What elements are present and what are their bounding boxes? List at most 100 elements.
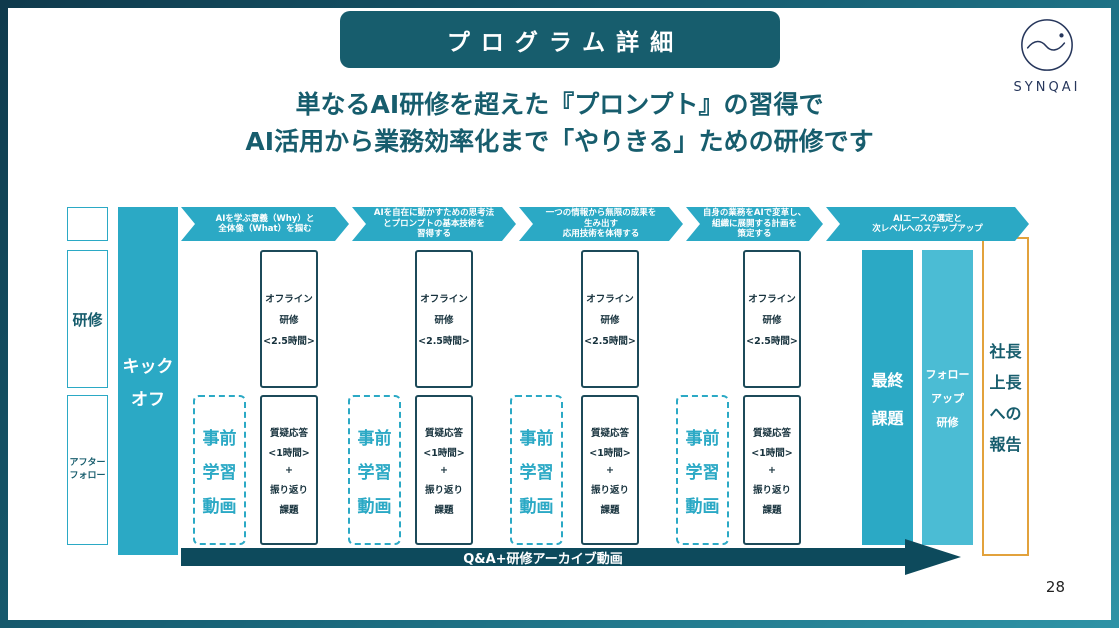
phase3-line1: 一つの情報から無限の成果を bbox=[545, 208, 657, 219]
qa-line2: <1時間> bbox=[423, 447, 465, 459]
kickoff-bar: キック オフ bbox=[118, 207, 178, 555]
title-banner: プログラム詳細 bbox=[340, 11, 780, 68]
pre-line2: 学習 bbox=[202, 462, 237, 483]
phase-arrow-3: 一つの情報から無限の成果を 生み出す 応用技術を体得する bbox=[519, 207, 683, 241]
training-label: 研修 bbox=[72, 310, 103, 329]
kickoff-line2: オフ bbox=[131, 390, 165, 410]
qa-line4: 振り返り bbox=[752, 484, 791, 496]
pre-line3: 動画 bbox=[202, 496, 237, 517]
offline-training-box: オフライン 研修 <2.5時間> bbox=[581, 250, 639, 388]
qa-review-box: 質疑応答 <1時間> + 振り返り 課題 bbox=[743, 395, 801, 545]
phase2-line2: とプロンプトの基本技術を bbox=[383, 218, 485, 229]
kickoff-line1: キック bbox=[122, 357, 174, 377]
qa-line4: 振り返り bbox=[424, 484, 463, 496]
followup-line3: 研修 bbox=[936, 415, 959, 429]
synqai-logo: SYNQAI bbox=[1007, 16, 1087, 95]
slide-heading: 単なるAI研修を超えた『プロンプト』の習得で AI活用から業務効率化まで「やりき… bbox=[8, 86, 1111, 160]
phase3-line3: 応用技術を体得する bbox=[562, 229, 640, 240]
pre-line2: 学習 bbox=[357, 462, 392, 483]
after-label-line1: アフター bbox=[69, 458, 106, 468]
pre-line3: 動画 bbox=[685, 496, 720, 517]
qa-review-box: 質疑応答 <1時間> + 振り返り 課題 bbox=[415, 395, 473, 545]
followup-line2: アップ bbox=[931, 391, 964, 405]
pre-line1: 事前 bbox=[202, 428, 237, 449]
phase1-line1: AIを学ぶ意義（Why）と bbox=[215, 213, 315, 224]
phase5-line1: AIエースの選定と bbox=[893, 213, 962, 224]
offline-line3: <2.5時間> bbox=[584, 336, 636, 347]
heading-line1: 単なるAI研修を超えた『プロンプト』の習得で bbox=[295, 90, 824, 119]
phase4-line2: 組織に展開する計画を bbox=[711, 218, 797, 229]
row-label-after-follow: アフター フォロー bbox=[67, 395, 108, 545]
offline-line1: オフライン bbox=[748, 294, 796, 305]
slide: プログラム詳細 SYNQAI 単なるAI研修を超えた『プロンプト』の習得で AI… bbox=[8, 8, 1111, 620]
qa-line5: 課題 bbox=[434, 504, 454, 516]
phase4-line1: 自身の業務をAIで変革し、 bbox=[702, 208, 807, 219]
qa-line5: 課題 bbox=[762, 504, 782, 516]
pre-line1: 事前 bbox=[357, 428, 392, 449]
heading-line2: AI活用から業務効率化まで「やりきる」ための研修です bbox=[245, 127, 874, 156]
pre-learning-video-box: 事前 学習 動画 bbox=[676, 395, 729, 545]
pre-learning-video-box: 事前 学習 動画 bbox=[193, 395, 246, 545]
arrow-head-icon bbox=[905, 539, 961, 575]
offline-line3: <2.5時間> bbox=[418, 336, 470, 347]
phase-arrow-2: AIを自在に動かすための思考法 とプロンプトの基本技術を 習得する bbox=[352, 207, 516, 241]
phase-arrow-5: AIエースの選定と 次レベルへのステップアップ bbox=[826, 207, 1029, 241]
offline-line3: <2.5時間> bbox=[746, 336, 798, 347]
after-label-line2: フォロー bbox=[69, 471, 106, 481]
pre-line2: 学習 bbox=[519, 462, 554, 483]
phase-arrow-1: AIを学ぶ意義（Why）と 全体像（What）を掴む bbox=[181, 207, 349, 241]
phase-arrow-4: 自身の業務をAIで変革し、 組織に展開する計画を 策定する bbox=[686, 207, 823, 241]
qa-archive-arrow: Q&A+研修アーカイブ動画 bbox=[181, 539, 961, 575]
report-line3: への bbox=[989, 404, 1022, 423]
pre-learning-video-box: 事前 学習 動画 bbox=[348, 395, 401, 545]
pre-learning-video-box: 事前 学習 動画 bbox=[510, 395, 563, 545]
phase1-line2: 全体像（What）を掴む bbox=[218, 224, 312, 234]
followup-line1: フォロー bbox=[925, 367, 970, 381]
qa-line1: 質疑応答 bbox=[752, 427, 791, 439]
offline-line2: 研修 bbox=[434, 315, 454, 326]
final-task-line1: 最終 bbox=[871, 370, 904, 390]
qa-line3: + bbox=[440, 464, 448, 476]
pre-line3: 動画 bbox=[519, 496, 554, 517]
offline-line2: 研修 bbox=[279, 315, 299, 326]
page-title: プログラム詳細 bbox=[446, 29, 685, 56]
qa-line3: + bbox=[606, 464, 614, 476]
pre-line3: 動画 bbox=[357, 496, 392, 517]
report-line2: 上長 bbox=[989, 373, 1022, 392]
qa-review-box: 質疑応答 <1時間> + 振り返り 課題 bbox=[260, 395, 318, 545]
qa-line2: <1時間> bbox=[751, 447, 793, 459]
qa-line2: <1時間> bbox=[268, 447, 310, 459]
offline-line1: オフライン bbox=[586, 294, 634, 305]
offline-line2: 研修 bbox=[762, 315, 782, 326]
phase4-line3: 策定する bbox=[737, 229, 772, 240]
wave-circle-logo-icon bbox=[1021, 19, 1073, 71]
offline-line1: オフライン bbox=[420, 294, 468, 305]
qa-review-box: 質疑応答 <1時間> + 振り返り 課題 bbox=[581, 395, 639, 545]
offline-training-box: オフライン 研修 <2.5時間> bbox=[260, 250, 318, 388]
qa-line3: + bbox=[768, 464, 776, 476]
logo-text: SYNQAI bbox=[1013, 80, 1081, 95]
report-line1: 社長 bbox=[989, 342, 1022, 361]
row-box-empty bbox=[67, 207, 108, 241]
pre-line1: 事前 bbox=[519, 428, 554, 449]
qa-line5: 課題 bbox=[279, 504, 299, 516]
qa-line4: 振り返り bbox=[269, 484, 308, 496]
page-number: 28 bbox=[1045, 578, 1065, 596]
pre-line2: 学習 bbox=[685, 462, 720, 483]
final-task-bar: 最終 課題 bbox=[862, 250, 913, 545]
qa-archive-arrow-label: Q&A+研修アーカイブ動画 bbox=[181, 548, 905, 567]
qa-line1: 質疑応答 bbox=[590, 427, 629, 439]
phase5-line2: 次レベルへのステップアップ bbox=[872, 224, 983, 234]
qa-line2: <1時間> bbox=[589, 447, 631, 459]
pre-line1: 事前 bbox=[685, 428, 720, 449]
phase2-line1: AIを自在に動かすための思考法 bbox=[373, 208, 495, 219]
offline-training-box: オフライン 研修 <2.5時間> bbox=[415, 250, 473, 388]
offline-line2: 研修 bbox=[600, 315, 620, 326]
row-label-training: 研修 bbox=[67, 250, 108, 388]
qa-line4: 振り返り bbox=[590, 484, 629, 496]
phase2-line3: 習得する bbox=[416, 229, 451, 240]
qa-line3: + bbox=[285, 464, 293, 476]
qa-line1: 質疑応答 bbox=[269, 427, 308, 439]
qa-line1: 質疑応答 bbox=[424, 427, 463, 439]
